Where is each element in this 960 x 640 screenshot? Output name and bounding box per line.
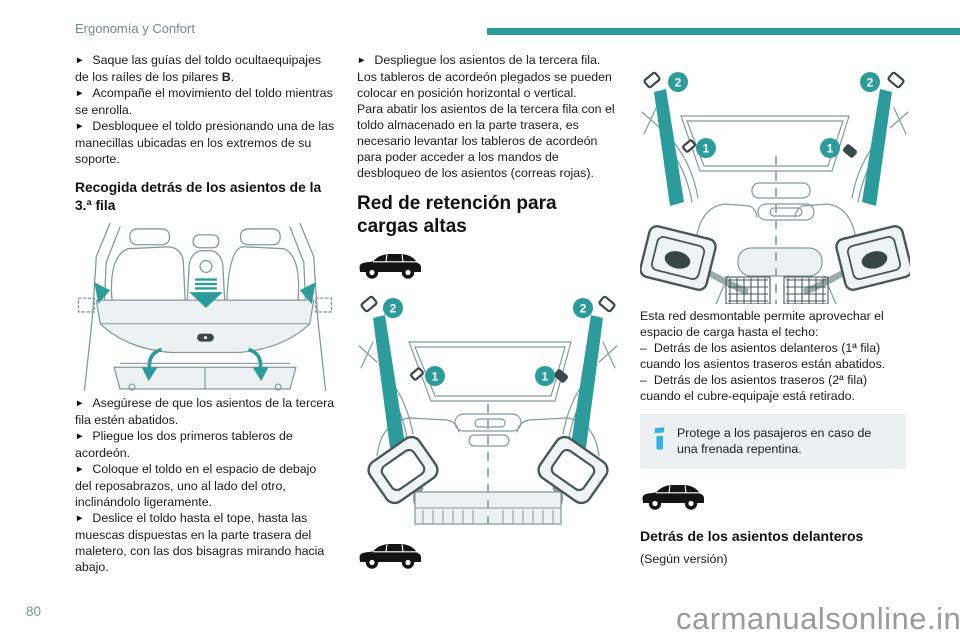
net-plate-right [835,225,910,291]
anchor-eyelets [360,295,616,383]
subsection-heading: Detrás de los asientos delanteros [640,528,864,544]
instruction-step: ►Despliegue los asientos de la tercera f… [357,53,601,67]
instruction-step: ►Desbloquee el toldo presionando una de … [75,119,335,166]
car-icon [642,485,704,510]
list-item: –Detrás de los asientos delanteros (1ª f… [640,341,886,371]
teal-arrows [94,278,316,308]
instruction-step: ►Saque las guías del toldo ocultaequipaj… [75,53,322,84]
callout-badges: 2 2 1 1 [668,72,880,158]
section-title: Red de retención para cargas altas [357,193,557,237]
net-straps [654,89,892,206]
net-hook-right [537,435,609,505]
net-plate-left [640,225,717,291]
net-hook-left [367,435,439,505]
net-mesh [725,276,829,304]
callout-1: 1 [703,142,710,156]
info-icon [654,427,665,450]
net-installed-illustration: 2 2 1 1 [640,71,910,304]
dash-marker: – [640,373,647,387]
info-box: Protege a los pasajeros en caso de una f… [640,414,906,469]
bullet-arrow-icon: ► [75,464,85,475]
instruction-step: ►Pliegue los dos primeros tableros de ac… [75,429,293,460]
header-accent-bar [487,28,960,35]
callout-2: 2 [580,302,587,316]
list-item: –Detrás de los asientos traseros (2ª fil… [640,373,868,403]
body-paragraph: Esta red desmontable permite aprovechar … [640,309,884,339]
callout-2: 2 [675,76,682,90]
bullet-arrow-icon: ► [75,121,85,132]
callout-badges: 2 2 1 1 [383,298,593,386]
instruction-step: ►Acompañe el movimiento del toldo mientr… [75,86,333,117]
callout-1: 1 [432,370,439,384]
watermark: carmanualsonline.info [676,601,960,636]
bullet-arrow-icon: ► [75,398,85,409]
net-straps [373,315,603,448]
bullet-arrow-icon: ► [75,431,85,442]
bullet-arrow-icon: ► [75,513,85,524]
body-paragraph: Para abatir los asientos de la tercera f… [357,102,615,180]
callout-2: 2 [390,302,397,316]
callout-2: 2 [867,76,874,90]
dash-marker: – [640,341,647,355]
instruction-step: ►Coloque el toldo en el espacio de debaj… [75,462,317,509]
bullet-arrow-icon: ► [357,55,367,66]
car-icon [359,544,421,569]
trunk-cover-stowage-illustration [77,223,333,391]
chapter-title: Ergonomía y Confort [75,21,195,36]
anchor-eyelets [643,71,905,158]
callout-1: 1 [542,370,549,384]
bullet-arrow-icon: ► [75,88,85,99]
info-text: Protege a los pasajeros en caso de una f… [677,426,872,456]
section-heading: Recogida detrás de los asientos de la 3.… [75,180,322,213]
middle-column: ►Despliegue los asientos de la tercera f… [357,52,619,574]
page-number: 80 [26,604,42,619]
bullet-arrow-icon: ► [75,55,85,66]
net-anchor-points-illustration: 2 2 1 1 [358,295,618,526]
instruction-step: ►Asegúrese de que los asientos de la ter… [75,396,335,427]
version-note: (Según versión) [640,552,728,566]
car-icon [359,254,421,279]
callout-1: 1 [827,142,834,156]
armrest [737,247,823,277]
body-paragraph: Los tableros de acordeón plegados se pue… [357,70,612,100]
right-column: 2 2 1 1 Esta red desmontable permite apr… [640,50,910,567]
left-column: ►Saque las guías del toldo ocultaequipaj… [75,52,336,575]
fold-panels [113,362,297,391]
instruction-step: ►Deslice el toldo hasta el tope, hasta l… [75,511,325,574]
